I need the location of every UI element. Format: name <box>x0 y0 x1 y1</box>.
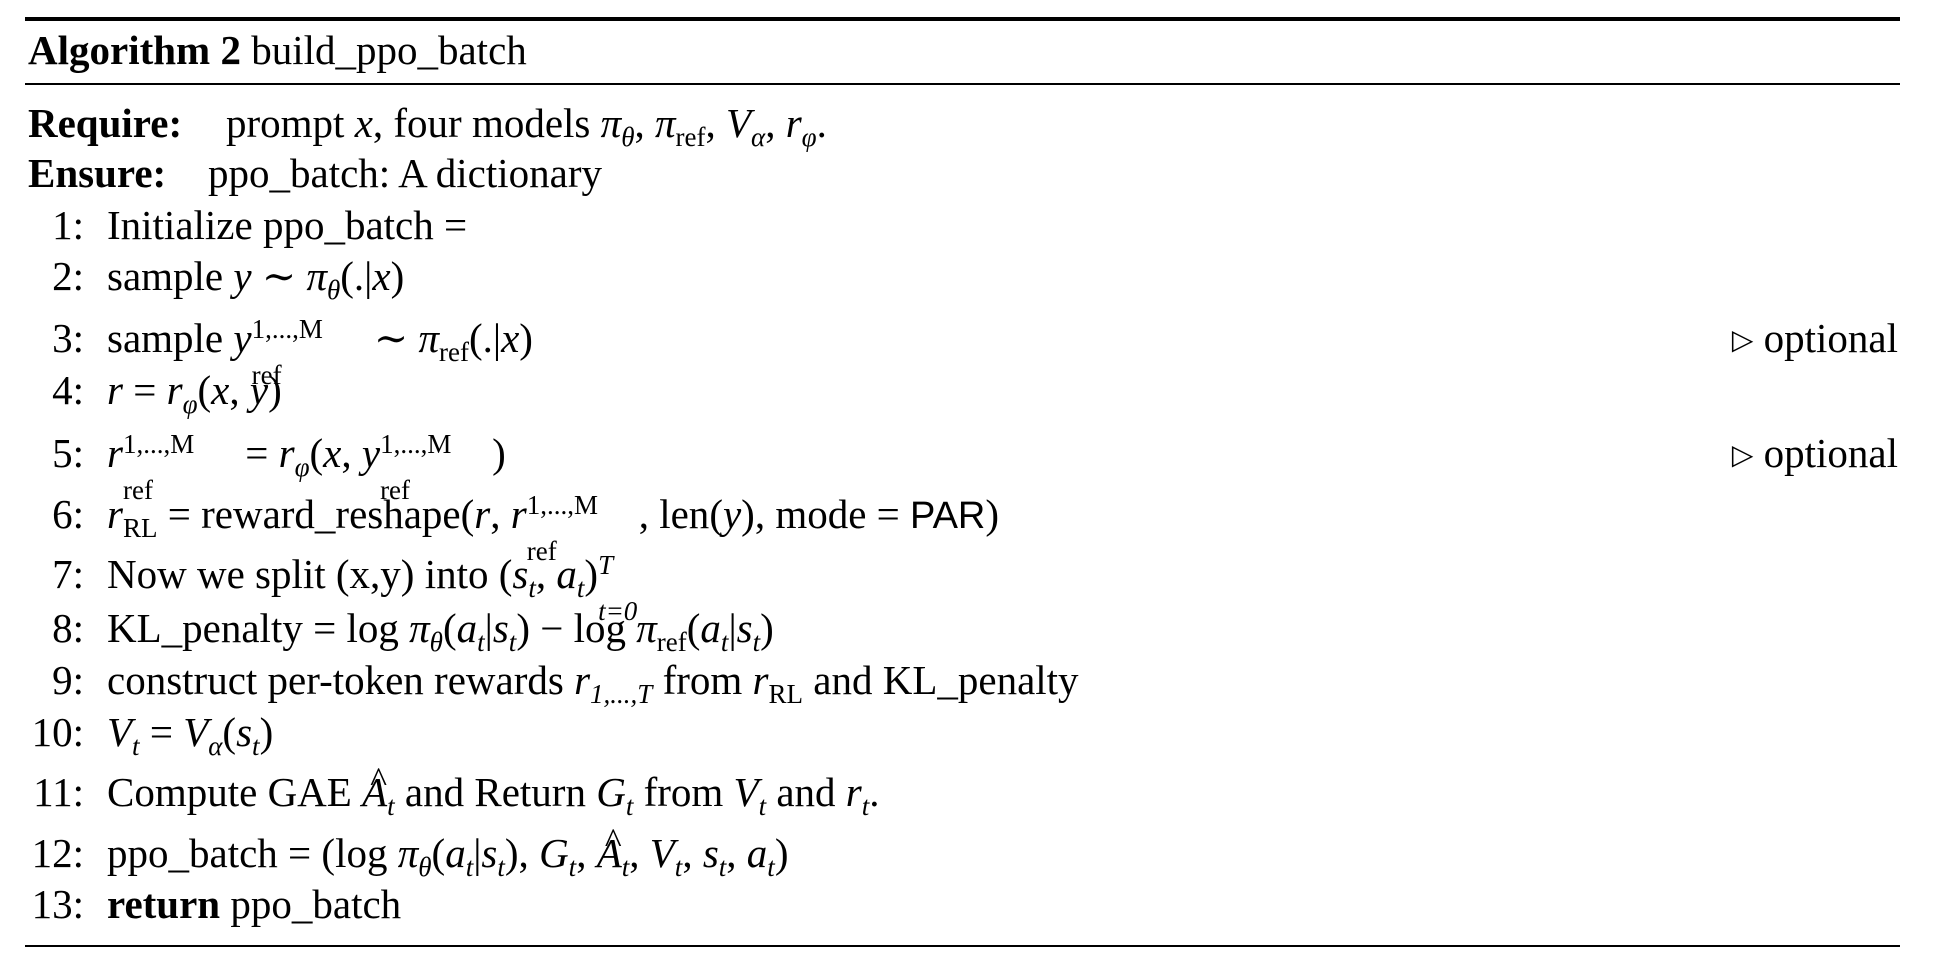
step-number: 9: <box>52 657 84 703</box>
step-number: 10: <box>31 709 84 755</box>
step-text: Vt = Vα(st) <box>107 709 274 761</box>
step-12: 12: ppo_batch = (log πθ(at|st), Gt, A^t,… <box>0 821 1934 882</box>
ensure-text: ppo_batch: A dictionary <box>208 150 602 196</box>
step-text: return ppo_batch <box>107 881 402 927</box>
require-text: prompt x, four models πθ, πref, Vα, rφ. <box>226 100 827 152</box>
step-text: KL_penalty = log πθ(at|st) − log πref(at… <box>107 605 774 657</box>
step-text: ppo_batch = (log πθ(at|st), Gt, A^t, Vt,… <box>107 821 789 882</box>
step-text: Initialize ppo_batch = <box>107 202 468 248</box>
step-number: 12: <box>31 830 84 876</box>
step-number: 6: <box>52 491 84 537</box>
algorithm-caption: Algorithm 2 build_ppo_batch <box>28 26 527 74</box>
return-keyword: return <box>107 881 221 927</box>
bottom-rule <box>25 945 1900 947</box>
require-keyword: Require: <box>28 100 183 146</box>
step-10: 10: Vt = Vα(st) <box>0 706 1934 761</box>
ensure-line: Ensure: ppo_batch: A dictionary <box>0 147 1934 199</box>
step-number: 5: <box>52 430 84 476</box>
step-2: 2: sample y ∼ πθ(.|x) <box>0 250 1934 305</box>
step-text: Compute GAE A^t and Return Gt from Vt an… <box>107 760 880 821</box>
algorithm-label: Algorithm 2 <box>28 27 241 73</box>
step-text: r = rφ(x, y) <box>107 367 282 419</box>
caption-rule <box>25 83 1900 85</box>
comment-optional: ▷ optional <box>1731 430 1898 476</box>
step-9: 9: construct per-token rewards r1,...,T … <box>0 654 1934 709</box>
step-number: 11: <box>33 769 84 815</box>
ensure-keyword: Ensure: <box>28 150 167 196</box>
require-line: Require: prompt x, four models πθ, πref,… <box>0 97 1934 152</box>
step-8: 8: KL_penalty = log πθ(at|st) − log πref… <box>0 602 1934 657</box>
step-text: construct per-token rewards r1,...,T fro… <box>107 657 1079 709</box>
step-number: 1: <box>52 202 84 248</box>
comment-optional: ▷ optional <box>1731 315 1898 361</box>
step-number: 2: <box>52 253 84 299</box>
step-11: 11: Compute GAE A^t and Return Gt from V… <box>0 760 1934 821</box>
step-13: 13: return ppo_batch <box>0 878 1934 930</box>
step-number: 13: <box>31 881 84 927</box>
top-rule <box>25 17 1900 21</box>
algorithm-name: build_ppo_batch <box>251 27 527 73</box>
step-1: 1: Initialize ppo_batch = <box>0 199 1934 251</box>
step-text: sample y ∼ πθ(.|x) <box>107 253 405 305</box>
step-number: 7: <box>52 551 84 597</box>
step-number: 3: <box>52 315 84 361</box>
step-number: 4: <box>52 367 84 413</box>
step-4: 4: r = rφ(x, y) <box>0 364 1934 419</box>
step-number: 8: <box>52 605 84 651</box>
